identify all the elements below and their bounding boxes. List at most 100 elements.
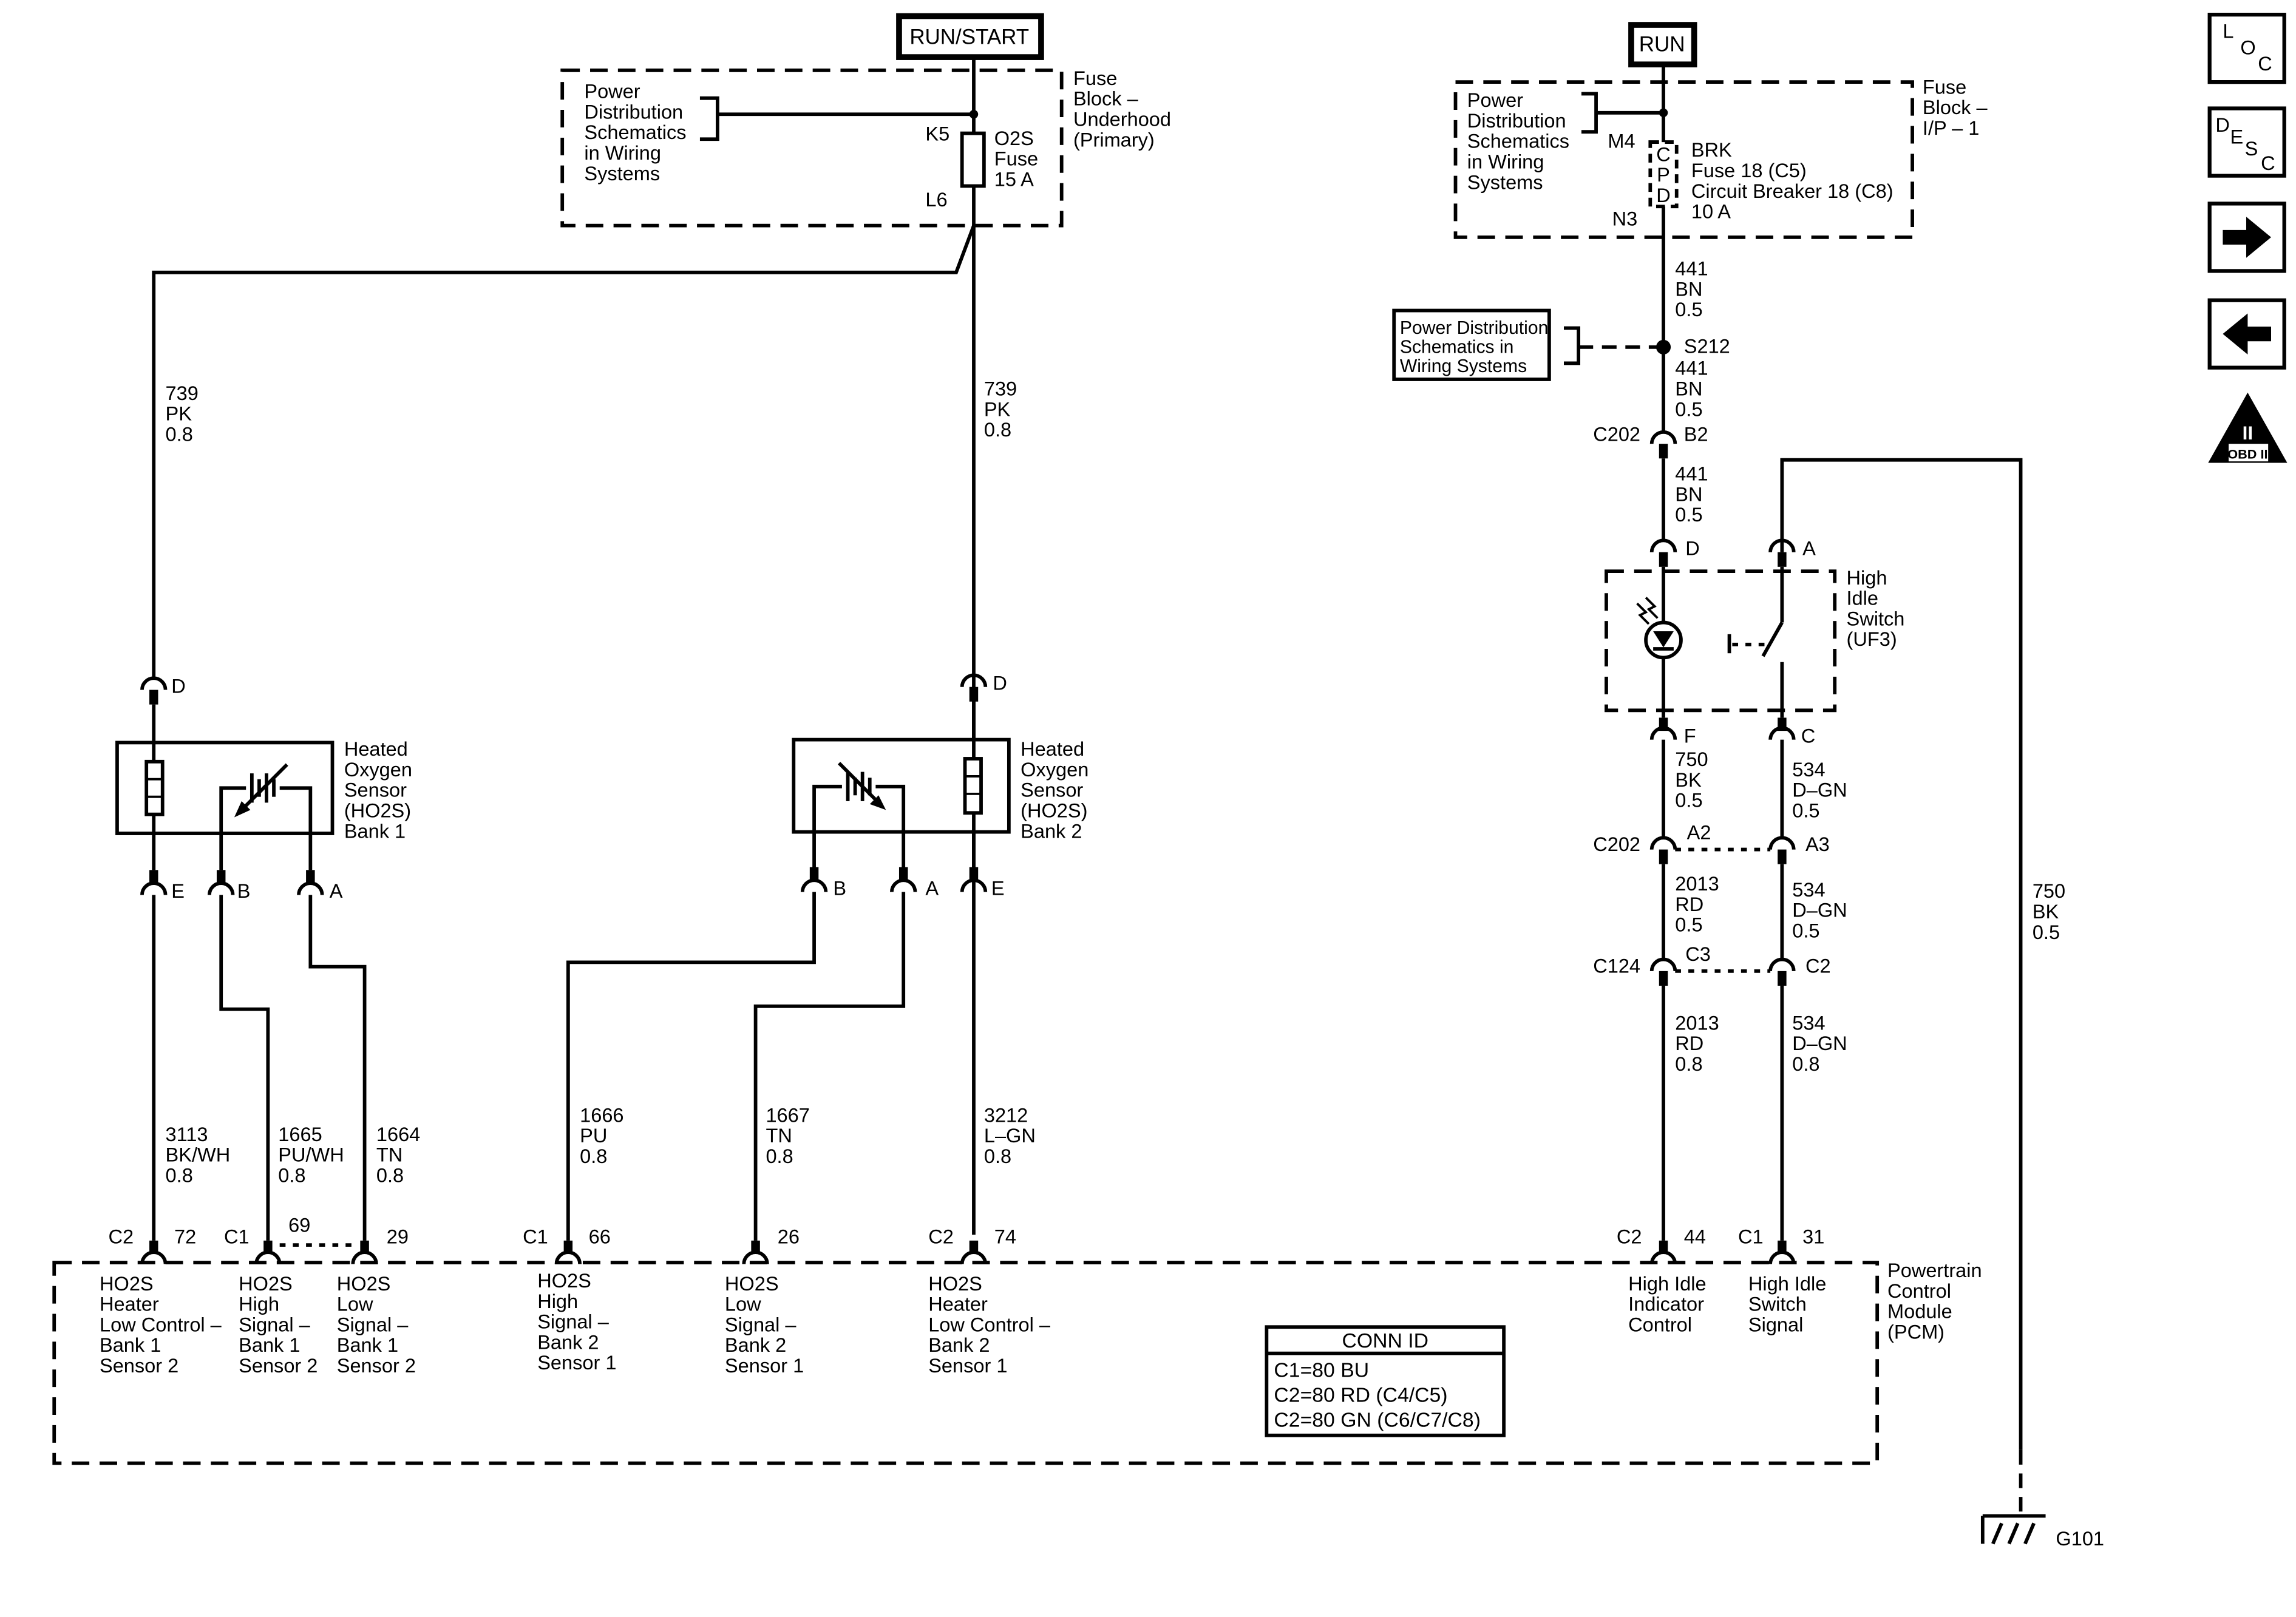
wire-1665-label: 1665 PU/WH 0.8 <box>278 1124 344 1187</box>
svg-text:E: E <box>171 880 185 902</box>
cpd-letters: C P D <box>1656 143 1671 206</box>
back-button[interactable] <box>2207 298 2286 370</box>
svg-text:PU: PU <box>580 1125 607 1147</box>
oxygen-sensor-cell-icon <box>812 762 906 832</box>
svg-text:HO2S: HO2S <box>100 1273 154 1295</box>
wire-1667 <box>753 892 906 1241</box>
svg-text:441: 441 <box>1675 358 1708 379</box>
svg-text:0.5: 0.5 <box>1792 799 1819 821</box>
high-idle-pin-c: C <box>1768 717 1815 747</box>
svg-text:HO2S: HO2S <box>537 1270 591 1292</box>
svg-text:Low: Low <box>725 1293 761 1315</box>
svg-text:Low Control –: Low Control – <box>928 1314 1051 1335</box>
loc-icon: L <box>2223 21 2233 42</box>
svg-text:BN: BN <box>1675 378 1702 400</box>
svg-text:1664: 1664 <box>376 1124 420 1145</box>
pin-m4: M4 <box>1608 131 1635 152</box>
svg-text:0.5: 0.5 <box>1675 299 1702 320</box>
pcm-pin-74: C2 74 HO2S Heater Low Control – Bank 2 S… <box>928 1226 1051 1377</box>
pcm-pin-66: C1 66 HO2S High Signal – Bank 2 Sensor 1 <box>523 1226 616 1374</box>
svg-text:Sensor 1: Sensor 1 <box>725 1355 804 1377</box>
svg-text:Power: Power <box>584 81 640 103</box>
connector-c202-b2: C202 B2 <box>1593 423 1708 459</box>
svg-text:739: 739 <box>166 382 199 404</box>
svg-text:A: A <box>1802 538 1816 560</box>
svg-text:Underhood: Underhood <box>1073 109 1171 131</box>
svg-text:Signal –: Signal – <box>725 1314 796 1335</box>
desc-icon: D <box>2215 114 2230 136</box>
svg-text:0.5: 0.5 <box>1675 398 1702 420</box>
svg-text:BN: BN <box>1675 483 1702 505</box>
svg-text:Signal –: Signal – <box>537 1311 609 1333</box>
svg-text:Distribution: Distribution <box>1467 110 1566 132</box>
svg-text:0.8: 0.8 <box>580 1145 607 1167</box>
wire-1667-label: 1667 TN 0.8 <box>766 1104 809 1167</box>
svg-text:Sensor 2: Sensor 2 <box>337 1355 416 1377</box>
wire-2013-b-label: 2013 RD 0.8 <box>1675 1012 1719 1075</box>
svg-text:TN: TN <box>376 1144 402 1166</box>
heater-element-icon <box>144 742 165 834</box>
svg-text:E: E <box>2230 126 2243 147</box>
heater-element-icon <box>963 739 983 832</box>
svg-text:Low Control –: Low Control – <box>100 1314 222 1335</box>
loc-button[interactable]: L O C <box>2207 12 2286 84</box>
run-text: RUN <box>1639 32 1685 56</box>
wire-3212-label: 3212 L–GN 0.8 <box>984 1104 1036 1167</box>
wire-750-ground <box>1780 458 2023 1450</box>
svg-text:739: 739 <box>984 378 1017 400</box>
wire-534-c-label: 534 D–GN 0.8 <box>1792 1012 1847 1075</box>
svg-text:Signal –: Signal – <box>239 1314 310 1335</box>
svg-text:D: D <box>1685 538 1700 560</box>
svg-text:29: 29 <box>387 1226 409 1248</box>
svg-text:O2S: O2S <box>994 127 1034 149</box>
svg-text:Bank 2: Bank 2 <box>1021 820 1082 842</box>
desc-button[interactable]: D E S C <box>2207 106 2286 178</box>
svg-text:441: 441 <box>1675 463 1708 484</box>
svg-text:C2=80 GN (C6/C7/C8): C2=80 GN (C6/C7/C8) <box>1274 1408 1481 1431</box>
svg-text:0.8: 0.8 <box>1792 1053 1819 1075</box>
svg-text:B: B <box>237 880 251 902</box>
svg-text:F: F <box>1684 725 1696 747</box>
svg-text:A: A <box>925 877 939 899</box>
wire-750-g-label: 750 BK 0.5 <box>2033 880 2065 943</box>
svg-text:High: High <box>239 1293 279 1315</box>
svg-text:BK: BK <box>1675 769 1702 791</box>
svg-text:C1=80 BU: C1=80 BU <box>1274 1358 1369 1381</box>
svg-text:RD: RD <box>1675 893 1703 915</box>
svg-text:Power Distribution: Power Distribution <box>1400 318 1549 338</box>
wire-3113-label: 3113 BK/WH 0.8 <box>166 1124 231 1187</box>
next-button[interactable] <box>2207 202 2286 273</box>
svg-text:OBD II: OBD II <box>2227 446 2267 461</box>
pcm-pin-26: 26 HO2S Low Signal – Bank 2 Sensor 1 <box>725 1226 804 1377</box>
svg-text:1666: 1666 <box>580 1104 623 1126</box>
wire-1664 <box>308 895 367 1241</box>
svg-text:Distribution: Distribution <box>584 101 683 123</box>
svg-text:Sensor 2: Sensor 2 <box>239 1355 318 1377</box>
fuse-block-ip <box>1453 80 1914 239</box>
pin-n3: N3 <box>1612 208 1638 230</box>
svg-text:Heated: Heated <box>1021 738 1084 760</box>
svg-text:B: B <box>833 877 846 899</box>
pcm-pin-31: C1 31 High Idle Switch Signal <box>1738 1226 1826 1336</box>
obd-ii-button[interactable]: II OBD II <box>2208 392 2288 463</box>
run-start-label: RUN/START <box>896 13 1044 60</box>
pcm-pin-69: C1 69 HO2S High Signal – Bank 1 Sensor 2 <box>224 1214 353 1377</box>
svg-text:II: II <box>2243 422 2253 444</box>
svg-text:A3: A3 <box>1805 833 1830 855</box>
svg-text:RD: RD <box>1675 1032 1703 1054</box>
high-idle-switch-box <box>1605 569 1837 713</box>
svg-text:BRK: BRK <box>1691 139 1732 161</box>
svg-text:69: 69 <box>288 1214 310 1236</box>
svg-text:Sensor 2: Sensor 2 <box>100 1355 178 1377</box>
svg-text:66: 66 <box>589 1226 611 1248</box>
svg-text:534: 534 <box>1792 759 1825 781</box>
svg-text:Powertrain: Powertrain <box>1887 1259 1982 1281</box>
svg-text:D–GN: D–GN <box>1792 1032 1847 1054</box>
svg-text:C: C <box>2258 53 2272 75</box>
svg-text:I/P – 1: I/P – 1 <box>1923 117 1979 139</box>
svg-text:Bank 2: Bank 2 <box>537 1331 599 1353</box>
svg-text:Schematics in: Schematics in <box>1400 337 1514 358</box>
svg-text:Heated: Heated <box>344 738 408 760</box>
ho2s-bank2-label: Heated Oxygen Sensor (HO2S) Bank 2 <box>1021 738 1089 842</box>
svg-text:C: C <box>1656 143 1671 165</box>
